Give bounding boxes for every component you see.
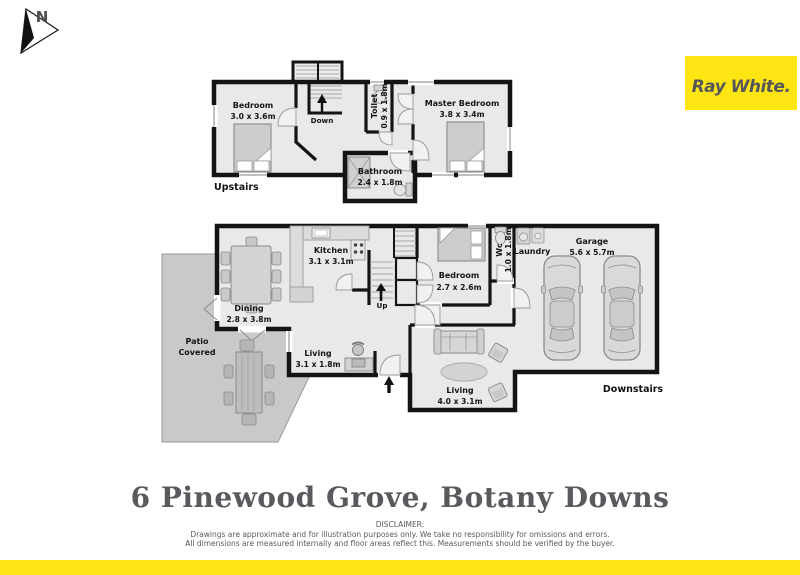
toilet-icon [373, 84, 387, 104]
room-dims: 5.6 x 5.7m [569, 248, 614, 257]
bed-icon [446, 121, 485, 173]
room-label: Laundry [514, 247, 552, 256]
room-label: Dining [234, 304, 264, 313]
room-dims: 0.9 x 1.8m [380, 83, 389, 128]
brand-name: Ray White. [691, 77, 791, 97]
room-dims: 3.8 x 3.4m [439, 110, 484, 119]
room-label: Kitchen [314, 246, 349, 255]
room-label: Master Bedroom [425, 99, 500, 108]
room-dims: 4.0 x 3.1m [437, 397, 482, 406]
north-label: N [36, 8, 49, 26]
washing-machine-icon [516, 227, 545, 245]
address-title: 6 Pinewood Grove, Botany Downs [130, 481, 670, 514]
stair-direction-label: Down [311, 116, 334, 125]
room-dims: 2.8 x 3.8m [226, 315, 271, 324]
room-label: Covered [178, 348, 215, 357]
room-label: Toilet [370, 94, 379, 119]
interior-walls [352, 226, 516, 375]
brand-bottom-bar [0, 560, 800, 575]
office-chair-icon [352, 344, 364, 356]
up-arrow-icon [379, 290, 383, 301]
room-label: Bathroom [358, 167, 402, 176]
room-dims: 2.7 x 2.6m [436, 283, 481, 292]
interior-walls [294, 84, 415, 173]
room-label: Bedroom [233, 101, 274, 110]
desk-icon [344, 341, 374, 372]
shower-icon [347, 156, 371, 189]
room-dims: 1.0 x 1.8m [504, 227, 513, 272]
windows [211, 79, 514, 179]
car-icon [600, 255, 644, 361]
bed-icon [437, 227, 486, 262]
dining-table-icon [220, 236, 282, 314]
kitchen-bench-icon [289, 225, 370, 303]
disclaimer: DISCLAIMER: Drawings are approximate and… [0, 520, 800, 548]
disclaimer-line: Drawings are approximate and for illustr… [190, 530, 610, 539]
armchair-icon [487, 382, 508, 403]
entry-arrow-icon [384, 376, 394, 393]
bed-icon [233, 123, 272, 173]
room-dims: 3.1 x 1.8m [295, 360, 340, 369]
door-swings [277, 93, 430, 172]
car-icon [540, 255, 584, 361]
room-label: Wc [495, 243, 504, 257]
room-dims: 3.0 x 3.6m [230, 112, 275, 121]
disclaimer-heading: DISCLAIMER: [375, 520, 425, 529]
floor-label: Downstairs [603, 384, 663, 395]
armchair-icon [488, 342, 509, 363]
room-label: Patio [185, 337, 209, 346]
north-arrow-icon: N [20, 7, 60, 55]
outdoor-table-icon [223, 339, 275, 426]
closet [394, 256, 419, 282]
sofa-icon [433, 328, 485, 355]
room-label: Living [304, 349, 331, 358]
closet [394, 278, 419, 307]
floor-label: Upstairs [214, 182, 259, 193]
ray-white-logo: Ray White. [685, 56, 797, 110]
room-label: Bedroom [439, 271, 480, 280]
downstairs-floorplan: Kitchen 3.1 x 3.1m Dining 2.8 x 3.8m Pat… [161, 223, 663, 443]
stair-direction-label: Up [377, 301, 388, 310]
upstairs-floorplan: Bedroom 3.0 x 3.6m Master Bedroom 3.8 x … [211, 60, 514, 204]
room-dims: 2.4 x 1.8m [357, 178, 402, 187]
toilet-icon [393, 182, 413, 197]
down-arrow-icon [320, 102, 324, 114]
room-label: Living [446, 386, 473, 395]
room-dims: 3.1 x 3.1m [308, 257, 353, 266]
toilet-icon [494, 226, 507, 245]
door-swings [335, 261, 531, 376]
disclaimer-line: All dimensions are measured internally a… [185, 539, 615, 548]
room-label: Garage [576, 237, 609, 246]
rug-icon [440, 362, 488, 382]
